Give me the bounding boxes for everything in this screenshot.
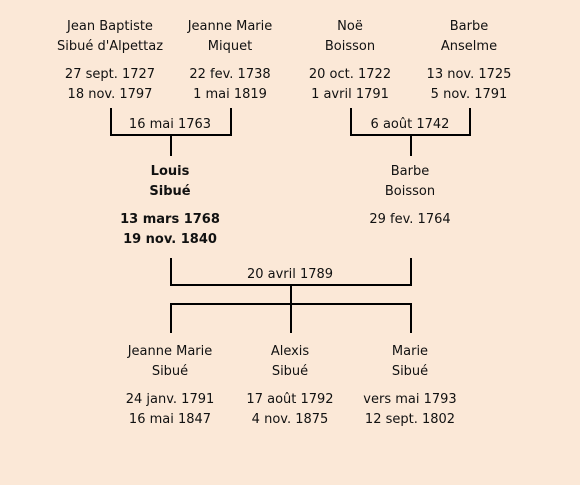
person-first-name: Barbe bbox=[390, 164, 430, 179]
child-line bbox=[170, 303, 172, 333]
person-noe-boisson: Noë Boisson 20 oct. 1722 1 avril 1791 bbox=[285, 17, 415, 105]
person-first-name: Marie bbox=[391, 344, 429, 359]
birth-date: 20 oct. 1722 bbox=[308, 67, 392, 82]
person-jeanne-marie-sibue: Jeanne Marie Sibué 24 janv. 1791 16 mai … bbox=[105, 342, 235, 430]
death-date: 16 mai 1847 bbox=[128, 412, 212, 427]
birth-date: 13 nov. 1725 bbox=[426, 67, 512, 82]
marriage-date: 16 mai 1763 bbox=[128, 117, 212, 132]
person-last-name: Anselme bbox=[440, 39, 498, 54]
connector-line bbox=[170, 258, 172, 286]
death-date: 1 avril 1791 bbox=[311, 87, 389, 102]
connector-line bbox=[350, 108, 352, 136]
connector-line bbox=[410, 258, 412, 286]
child-line bbox=[290, 303, 292, 333]
death-date: 18 nov. 1797 bbox=[67, 87, 153, 102]
birth-date: 13 mars 1768 bbox=[120, 212, 220, 227]
person-last-name: Sibué bbox=[271, 364, 309, 379]
person-first-name: Alexis bbox=[270, 344, 310, 359]
death-date: 12 sept. 1802 bbox=[364, 412, 456, 427]
connector-line bbox=[230, 108, 232, 136]
marriage-date: 6 août 1742 bbox=[370, 117, 450, 132]
descent-line bbox=[290, 284, 292, 304]
death-date: 4 nov. 1875 bbox=[251, 412, 329, 427]
descent-line bbox=[170, 134, 172, 156]
person-alexis-sibue: Alexis Sibué 17 août 1792 4 nov. 1875 bbox=[225, 342, 355, 430]
person-barbe-anselme: Barbe Anselme 13 nov. 1725 5 nov. 1791 bbox=[404, 17, 534, 105]
person-louis-sibue: Louis Sibué 13 mars 1768 19 nov. 1840 bbox=[105, 162, 235, 250]
person-last-name: Boisson bbox=[324, 39, 376, 54]
birth-date: 27 sept. 1727 bbox=[64, 67, 156, 82]
person-first-name: Barbe bbox=[449, 19, 489, 34]
child-line bbox=[410, 303, 412, 333]
person-first-name: Noë bbox=[337, 19, 363, 34]
person-jeanne-marie-miquet: Jeanne Marie Miquet 22 fev. 1738 1 mai 1… bbox=[165, 17, 295, 105]
birth-date: 17 août 1792 bbox=[246, 392, 334, 407]
person-last-name: Boisson bbox=[384, 184, 436, 199]
death-date: 5 nov. 1791 bbox=[430, 87, 508, 102]
person-first-name: Jeanne Marie bbox=[127, 344, 213, 359]
birth-date: 22 fev. 1738 bbox=[189, 67, 271, 82]
person-first-name: Louis bbox=[150, 164, 190, 179]
person-barbe-boisson: Barbe Boisson 29 fev. 1764 bbox=[345, 162, 475, 230]
connector-line bbox=[110, 108, 112, 136]
person-last-name: Sibué bbox=[149, 184, 191, 199]
person-marie-sibue: Marie Sibué vers mai 1793 12 sept. 1802 bbox=[345, 342, 475, 430]
birth-date: 24 janv. 1791 bbox=[125, 392, 215, 407]
death-date: 19 nov. 1840 bbox=[123, 232, 217, 247]
connector-line bbox=[469, 108, 471, 136]
death-date: 1 mai 1819 bbox=[193, 87, 267, 102]
descent-line bbox=[410, 134, 412, 156]
person-last-name: Sibué bbox=[391, 364, 429, 379]
birth-date: vers mai 1793 bbox=[363, 392, 457, 407]
person-last-name: Sibué d'Alpettaz bbox=[56, 39, 164, 54]
person-jean-baptiste-sibue: Jean Baptiste Sibué d'Alpettaz 27 sept. … bbox=[45, 17, 175, 105]
person-last-name: Miquet bbox=[207, 39, 253, 54]
marriage-date: 20 avril 1789 bbox=[246, 267, 334, 282]
person-last-name: Sibué bbox=[151, 364, 189, 379]
birth-date: 29 fev. 1764 bbox=[369, 212, 451, 227]
person-first-name: Jeanne Marie bbox=[187, 19, 273, 34]
person-first-name: Jean Baptiste bbox=[67, 19, 153, 34]
